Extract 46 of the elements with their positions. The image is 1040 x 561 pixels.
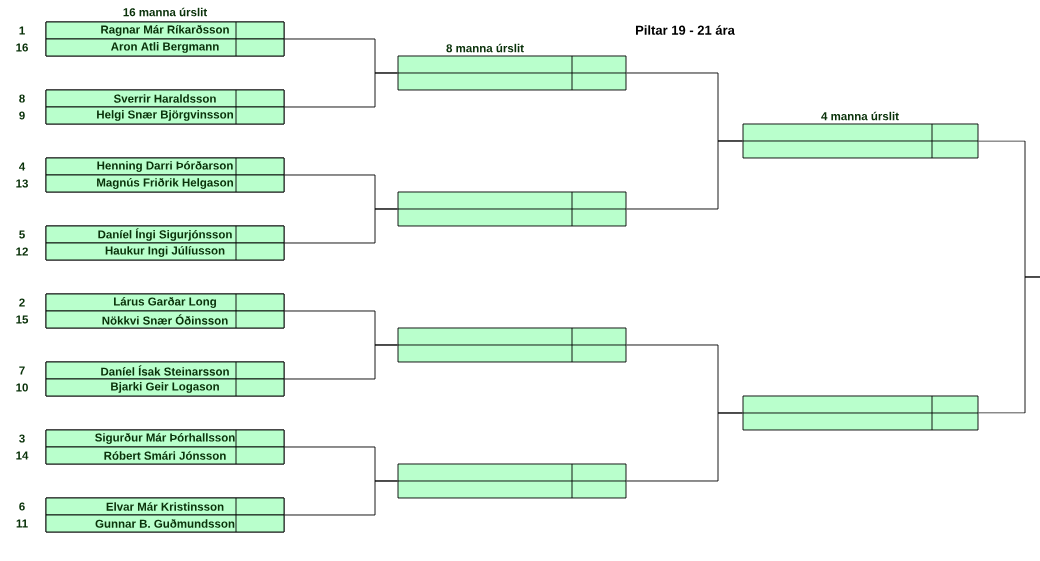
player-row: Nökkvi Snær Óðinsson [45,310,285,329]
seed-number: 4 [19,162,26,171]
player-row: Lárus Garðar Long [45,293,285,312]
seed-number: 6 [19,502,25,511]
seed-number: 8 [19,94,25,103]
seed-number: 12 [16,247,28,256]
player-row: Henning Darri Þórðarson [45,157,285,176]
seed-number: 7 [19,366,25,375]
round-heading: 16 manna úrslit [123,7,208,17]
player-row: Daníel Ísak Steinarsson [45,361,285,380]
player-row: Sigurður Már Þórhallsson [45,429,285,448]
bracket-line [978,276,1040,414]
player-row: Magnús Friðrik Helgason [45,174,285,193]
match-box [742,395,979,431]
player-row: Bjarki Geir Logason [45,378,285,397]
bracket-line [626,140,743,210]
seed-number: 13 [16,179,28,188]
seed-number: 5 [19,230,25,239]
seed-number: 14 [16,451,29,460]
player-row: Helgi Snær Björgvinsson [45,106,285,125]
match-box [397,55,627,91]
match-box [397,191,627,227]
seed-number: 11 [16,519,28,528]
seed-number: 10 [16,383,28,392]
seed-number: 2 [19,298,25,307]
player-row: Gunnar B. Guðmundsson [45,514,285,533]
match-box [397,463,627,499]
seed-number: 15 [16,315,29,324]
match-box [397,327,627,363]
bracket-line [284,72,398,108]
player-row: Daníel Íngi Sigurjónsson [45,225,285,244]
seed-number: 16 [16,43,28,52]
player-row: Sverrir Haraldsson [45,89,285,108]
match-box [742,123,979,159]
player-row: Haukur Ingi Júlíusson [45,242,285,261]
bracket-line [284,208,398,244]
bracket-line [626,412,743,482]
title: Piltar 19 - 21 ára [636,25,735,35]
seed-number: 1 [19,26,25,35]
bracket-line [284,480,398,516]
player-row: Róbert Smári Jónsson [45,446,285,465]
seed-number: 9 [19,111,25,120]
seed-number: 3 [19,434,25,443]
player-row: Elvar Már Kristinsson [45,497,285,516]
bracket-line [284,344,398,380]
player-row: Aron Atli Bergmann [45,38,285,57]
